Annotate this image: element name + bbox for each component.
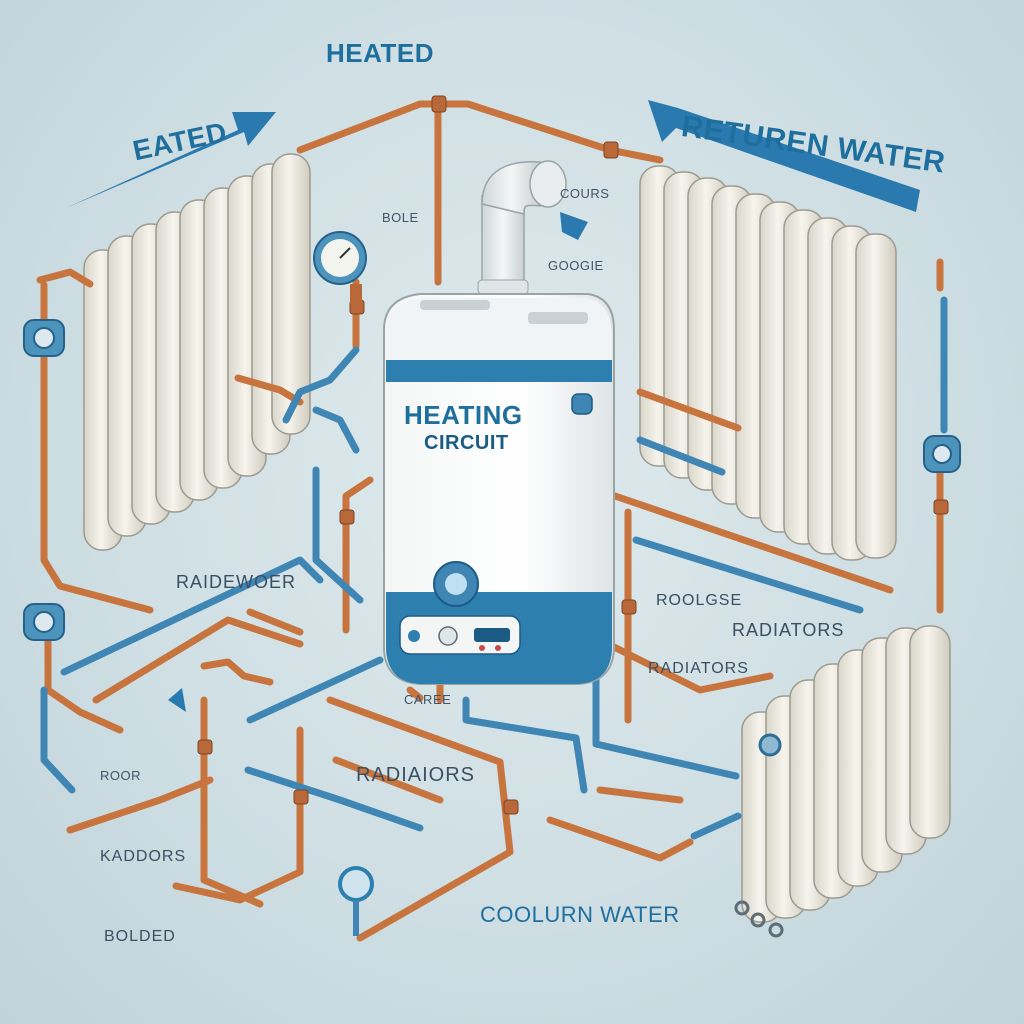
- radiator-bottom-right: [734, 625, 951, 938]
- label-panel-small: GOOGIE: [548, 258, 604, 273]
- pipe-fittings: [197, 95, 949, 815]
- label-cooling-water: COOLURN WATER: [480, 902, 680, 927]
- label-small-left: ROOR: [100, 768, 141, 783]
- bottom-gauge: [338, 866, 374, 936]
- label-kaddors: KADDORS: [100, 848, 187, 865]
- label-heated-top: HEATED: [326, 38, 434, 68]
- label-bolded: BOLDED: [104, 928, 176, 945]
- label-radiator-left: RAIDEWOER: [176, 572, 297, 592]
- label-boiler-small: BOLE: [382, 210, 419, 225]
- return-arrow-top-right: [648, 100, 920, 212]
- radiator-right: [639, 165, 897, 561]
- label-fitting-small: CAREE: [404, 692, 452, 707]
- pressure-gauge: [313, 231, 367, 304]
- small-arrow-right: [560, 212, 588, 240]
- radiator-left: [83, 153, 311, 551]
- label-roolgse: ROOLGSE: [656, 592, 743, 609]
- label-vent-small: COURS: [560, 186, 610, 201]
- pipe-valve-left-lower: [23, 603, 65, 641]
- boiler-flue: [477, 160, 567, 295]
- label-radiators-right: RADIATORS: [732, 620, 845, 640]
- boiler-title-line1: HEATING: [404, 400, 523, 430]
- label-radiators-center: RADIAIORS: [356, 764, 476, 786]
- return-water-pipes: [40, 296, 948, 840]
- pipe-valve-right: [923, 435, 961, 473]
- small-arrow-left: [168, 688, 186, 712]
- heated-arrow-left: [66, 112, 276, 208]
- boiler-title-line2: CIRCUIT: [424, 432, 509, 454]
- label-radiator-mid: RADIATORS: [648, 660, 749, 677]
- boiler-unit: [383, 293, 615, 685]
- pipe-valve-left-upper: [23, 319, 65, 357]
